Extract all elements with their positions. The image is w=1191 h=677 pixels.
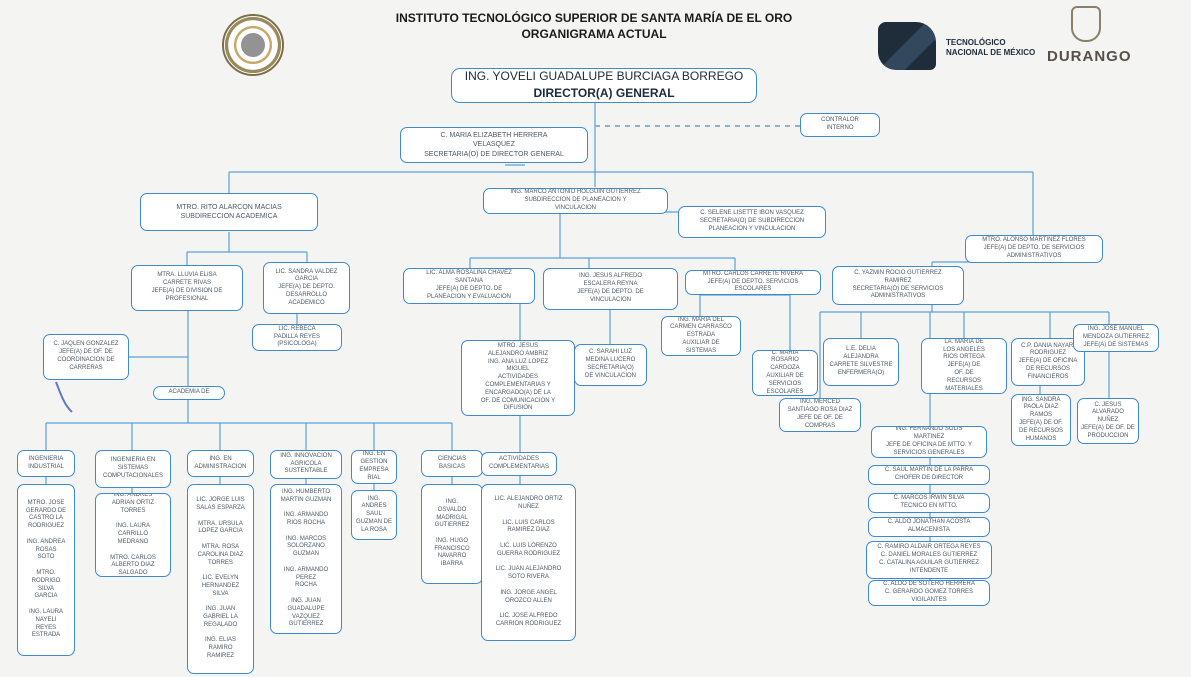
- director-box[interactable]: ING. YOVELI GUADALUPE BURCIAGA BORREGO D…: [451, 68, 757, 103]
- contraloria-label: CONTRALOR INTERNO: [821, 117, 859, 131]
- academia-box[interactable]: ACADEMIA DE: [153, 386, 225, 400]
- director-name: ING. YOVELI GUADALUPE BURCIAGA BORREGO: [464, 69, 744, 84]
- contraloria-box[interactable]: CONTRALOR INTERNO: [800, 113, 880, 137]
- secretaria-planeacion-box[interactable]: C. SELENE LISETTE IBON VASQUEZ SECRETARI…: [678, 206, 826, 238]
- institute-title: INSTITUTO TECNOLÓGICO SUPERIOR DE SANTA …: [395, 11, 793, 25]
- institute-seal-logo: [222, 14, 284, 76]
- actividades-complementarias-box[interactable]: ACTIVIDADES COMPLEMENTARIAS: [481, 452, 557, 476]
- mantenimiento-servicios-box[interactable]: ING. FERNANDO SOLIS MARTINEZ JEFE DE OFI…: [871, 426, 987, 458]
- oficina-produccion-box[interactable]: C. JESUS ALVARADO NUÑEZ JEFE(A) DE OF. D…: [1077, 398, 1139, 444]
- actividades-difusion-box[interactable]: MTRO. JESUS ALEJANDRO AMBRIZ ING. ANA LU…: [461, 340, 575, 416]
- durango-logo-text: DURANGO: [1047, 48, 1132, 65]
- almacenista-box[interactable]: C. ALDO JONATHAN ACOSTA ALMACENISTA: [868, 517, 990, 537]
- division-profesional-box[interactable]: MTRA. LLUVIA ELISA CARRETE RIVAS JEFE(A)…: [131, 265, 243, 311]
- vigilancia-box[interactable]: C. ALDO DE SOTERO HERRERA C. GERARDO GOM…: [868, 580, 990, 606]
- coordinacion-carreras-box[interactable]: C. JAQLEN GONZALEZ JEFE(A) DE OF. DE COO…: [43, 334, 129, 380]
- enfermeria-box[interactable]: L.E. DELIA ALEJANDRA CARRETE SILVESTRE E…: [823, 338, 899, 386]
- carrera-administracion-box[interactable]: ING. EN ADMINISTRACION: [187, 450, 254, 477]
- carrera-innovacion-agricola-box[interactable]: ING. INNOVACION AGRICOLA SUSTENTABLE: [270, 450, 342, 479]
- desarrollo-academico-box[interactable]: LIC. SANDRA VALDEZ GARCIA JEFE(A) DE DEP…: [263, 262, 350, 314]
- docentes-industrial-box[interactable]: MTRO. JOSE GERARDO DE CASTRO LA RODRIGUE…: [17, 484, 75, 656]
- durango-emblem-icon: [1071, 6, 1101, 42]
- signature-mark: [55, 381, 73, 413]
- secretaria-administrativos-box[interactable]: C. YAZMIN ROCIO GUTIERREZ RAMIREZ SECRET…: [832, 266, 964, 305]
- oficina-compras-box[interactable]: ING. MERCED SANTIAGO ROSA DIAZ JEFE DE O…: [779, 398, 861, 432]
- psicologa-box[interactable]: LIC. REBECA PADILLA REYES (PSICOLOGA): [252, 324, 342, 351]
- intendencia-box[interactable]: C. RAMIRO ALDAIR ORTEGA REYES C. DANIEL …: [866, 541, 992, 579]
- recursos-materiales-box[interactable]: LA. MARIA DE LOS ANGELES RIOS ORTEGA JEF…: [921, 338, 1007, 394]
- docentes-innovacion-box[interactable]: ING. HUMBERTO MARTIN GUZMAN ING. ARMANDO…: [270, 484, 342, 634]
- tecnico-mantenimiento-box[interactable]: C. MARCOS IRWIN SILVA TECNICO EN MTTO.: [868, 493, 990, 513]
- docentes-gestion-box[interactable]: ING. ANDRES SAUL GUZMAN DE LA ROSA: [351, 490, 397, 540]
- actividades-responsables-box[interactable]: LIC. ALEJANDRO ORTIZ NUÑEZ LIC. LUIS CAR…: [481, 484, 576, 641]
- carrera-industrial-box[interactable]: INGENIERIA INDUSTRIAL: [17, 450, 75, 477]
- chofer-box[interactable]: C. SAUL MARTIN DE LA PARRA CHOFER DE DIR…: [868, 465, 990, 485]
- jefe-sistemas-box[interactable]: ING. JOSE MANUEL MENDOZA GUTIERREZ JEFE(…: [1073, 324, 1159, 352]
- docentes-sistemas-box[interactable]: ING. ANDRES ADRIAN ORTIZ TORRES ING. LAU…: [95, 493, 171, 577]
- recursos-financieros-box[interactable]: C.P. DANIA NAYARI RODRIGUEZ JEFE(A) DE O…: [1011, 338, 1085, 386]
- secretaria-vinculacion-box[interactable]: C. SARAHI LUZ MEDINA LUCERO SECRETARIA(O…: [574, 344, 647, 386]
- secretaria-label: C. MARIA ELIZABETH HERRERA VELASQUEZ SEC…: [424, 132, 564, 158]
- docentes-administracion-box[interactable]: LIC. JORGE LUIS SALAS ESPARZA MTRA. URSU…: [187, 484, 254, 674]
- servicios-escolares-box[interactable]: MTRO. CARLOS CARRETE RIVERA JEFE(A) DE D…: [685, 270, 821, 295]
- depto-servicios-administrativos-box[interactable]: MTRO. ALONSO MARTINEZ FLORES JEFE(A) DE …: [965, 235, 1103, 263]
- auxiliar-sistemas-box[interactable]: ING. MARIA DEL CARMEN CARRASCO ESTRADA A…: [661, 316, 741, 356]
- subdireccion-academica-box[interactable]: MTRO. RITO ALARCON MACIAS SUBDIRECCION A…: [140, 193, 318, 231]
- docentes-ciencias-box[interactable]: ING. OSVALDO MADRIGAL GUTIERREZ ING. HUG…: [421, 484, 483, 584]
- chart-subtitle: ORGANIGRAMA ACTUAL: [521, 27, 667, 41]
- planeacion-evaluacion-box[interactable]: LIC. ALMA ROSALINA CHAVEZ SANTANA JEFE(A…: [403, 268, 535, 304]
- secretaria-director-box[interactable]: C. MARIA ELIZABETH HERRERA VELASQUEZ SEC…: [400, 127, 588, 163]
- recursos-humanos-box[interactable]: ING. SANDRA PAOLA DIAZ RAMOS JEFE(A) DE …: [1011, 394, 1071, 446]
- tecnm-logo-text: TECNOLÓGICO NACIONAL DE MÉXICO: [946, 38, 1036, 57]
- tecnm-logo-icon: [878, 22, 936, 70]
- carrera-sistemas-box[interactable]: INGENIERIA EN SISTEMAS COMPUTACIONALES: [95, 450, 171, 488]
- auxiliar-escolares-box[interactable]: C. MARIA ROSARIO CARDOZA AUXILIAR DE SER…: [752, 350, 818, 396]
- subdireccion-planeacion-box[interactable]: ING. MARCO ANTONIO HOLGUIN GUTIERREZ SUB…: [483, 188, 668, 214]
- carrera-gestion-empresarial-box[interactable]: ING. EN GESTION EMPRESA RIAL: [351, 450, 397, 484]
- depto-vinculacion-box[interactable]: ING. JESUS ALFREDO ESCALERA REYNA JEFE(A…: [543, 268, 678, 310]
- ciencias-basicas-box[interactable]: CIENCIAS BASICAS: [421, 450, 483, 477]
- page-header: INSTITUTO TECNOLÓGICO SUPERIOR DE SANTA …: [344, 10, 844, 42]
- director-title: DIRECTOR(A) GENERAL: [533, 86, 675, 100]
